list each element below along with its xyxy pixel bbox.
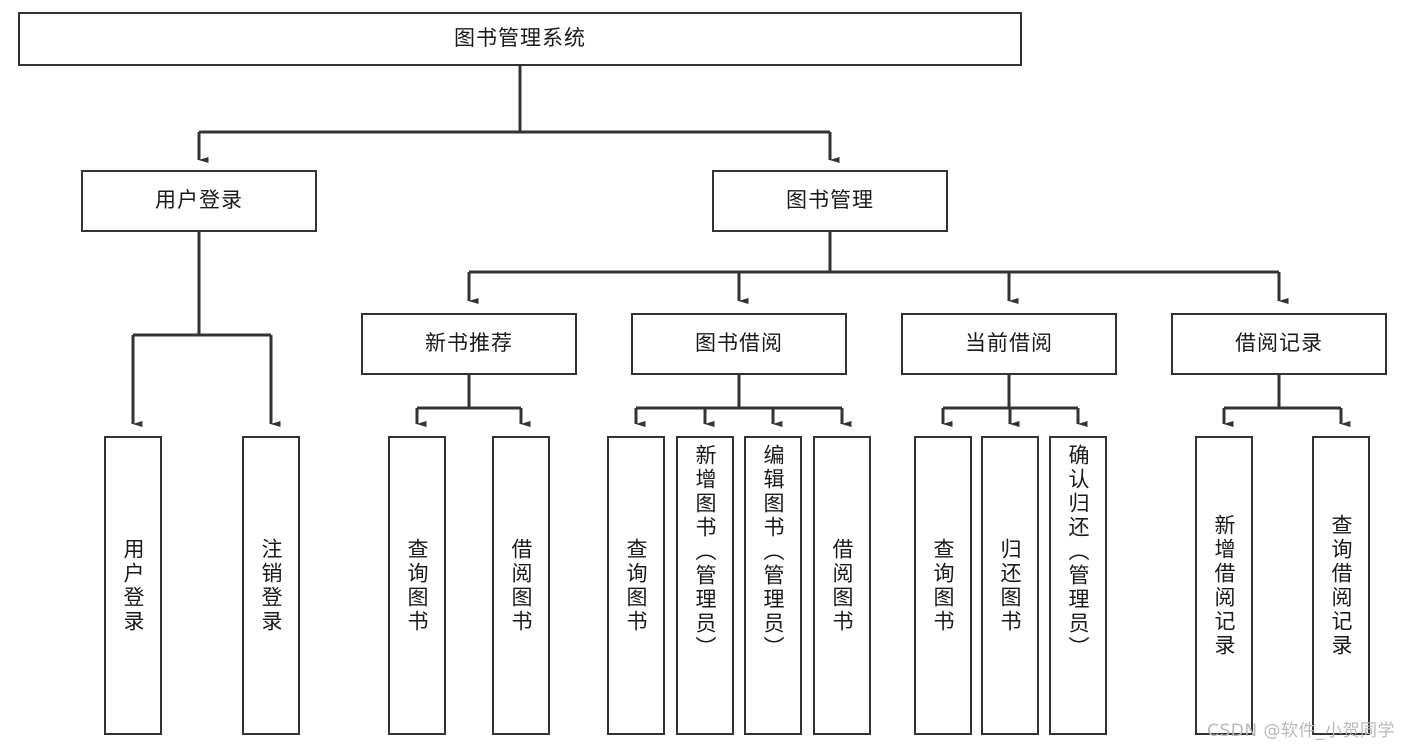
node-leaf-query-book-current[interactable]: 查询图书 — [914, 436, 972, 735]
node-leaf-borrow-book-recommend[interactable]: 借阅图书 — [492, 436, 550, 735]
node-leaf-query-borrow-record[interactable]: 查询借阅记录 — [1312, 436, 1370, 735]
node-label: 确认归还（管理员） — [1066, 444, 1091, 660]
node-label: 查询图书 — [931, 537, 956, 634]
node-label: 查询借阅记录 — [1329, 513, 1354, 658]
node-label: 用户登录 — [121, 537, 146, 634]
node-leaf-logout[interactable]: 注销登录 — [242, 436, 300, 735]
node-label: 新增借阅记录 — [1212, 513, 1237, 658]
node-leaf-query-book-recommend[interactable]: 查询图书 — [388, 436, 446, 735]
node-leaf-return-book[interactable]: 归还图书 — [981, 436, 1039, 735]
node-label: 图书借阅 — [695, 331, 783, 356]
node-label: 借阅图书 — [509, 537, 534, 634]
node-leaf-edit-book-admin[interactable]: 编辑图书（管理员） — [744, 436, 802, 735]
node-leaf-confirm-return-admin[interactable]: 确认归还（管理员） — [1049, 436, 1107, 735]
node-label: 新书推荐 — [425, 331, 513, 356]
node-submodule-new-book-recommend[interactable]: 新书推荐 — [361, 313, 577, 375]
node-label: 查询图书 — [405, 537, 430, 634]
csdn-watermark: CSDN @软件_小贺同学 — [1207, 721, 1395, 741]
node-label: 图书管理 — [786, 188, 874, 213]
node-submodule-current-borrow[interactable]: 当前借阅 — [901, 313, 1117, 375]
node-label: 借阅图书 — [830, 537, 855, 634]
node-leaf-add-book-admin[interactable]: 新增图书（管理员） — [676, 436, 734, 735]
node-leaf-user-login[interactable]: 用户登录 — [104, 436, 162, 735]
node-label: 当前借阅 — [965, 331, 1053, 356]
node-module-user-login[interactable]: 用户登录 — [81, 170, 317, 232]
node-label: 注销登录 — [259, 537, 284, 634]
node-label: 归还图书 — [998, 537, 1023, 634]
node-root-book-management-system[interactable]: 图书管理系统 — [18, 12, 1022, 66]
node-leaf-borrow-book[interactable]: 借阅图书 — [813, 436, 871, 735]
node-submodule-borrow-record[interactable]: 借阅记录 — [1171, 313, 1387, 375]
node-label: 借阅记录 — [1235, 331, 1323, 356]
node-leaf-add-borrow-record[interactable]: 新增借阅记录 — [1195, 436, 1253, 735]
node-label: 图书管理系统 — [454, 26, 586, 51]
node-label: 用户登录 — [155, 188, 243, 213]
node-label: 编辑图书（管理员） — [761, 444, 786, 660]
node-submodule-book-borrow[interactable]: 图书借阅 — [631, 313, 847, 375]
node-module-book-management[interactable]: 图书管理 — [712, 170, 948, 232]
node-label: 查询图书 — [624, 537, 649, 634]
node-label: 新增图书（管理员） — [693, 444, 718, 660]
node-leaf-query-book-borrow[interactable]: 查询图书 — [607, 436, 665, 735]
